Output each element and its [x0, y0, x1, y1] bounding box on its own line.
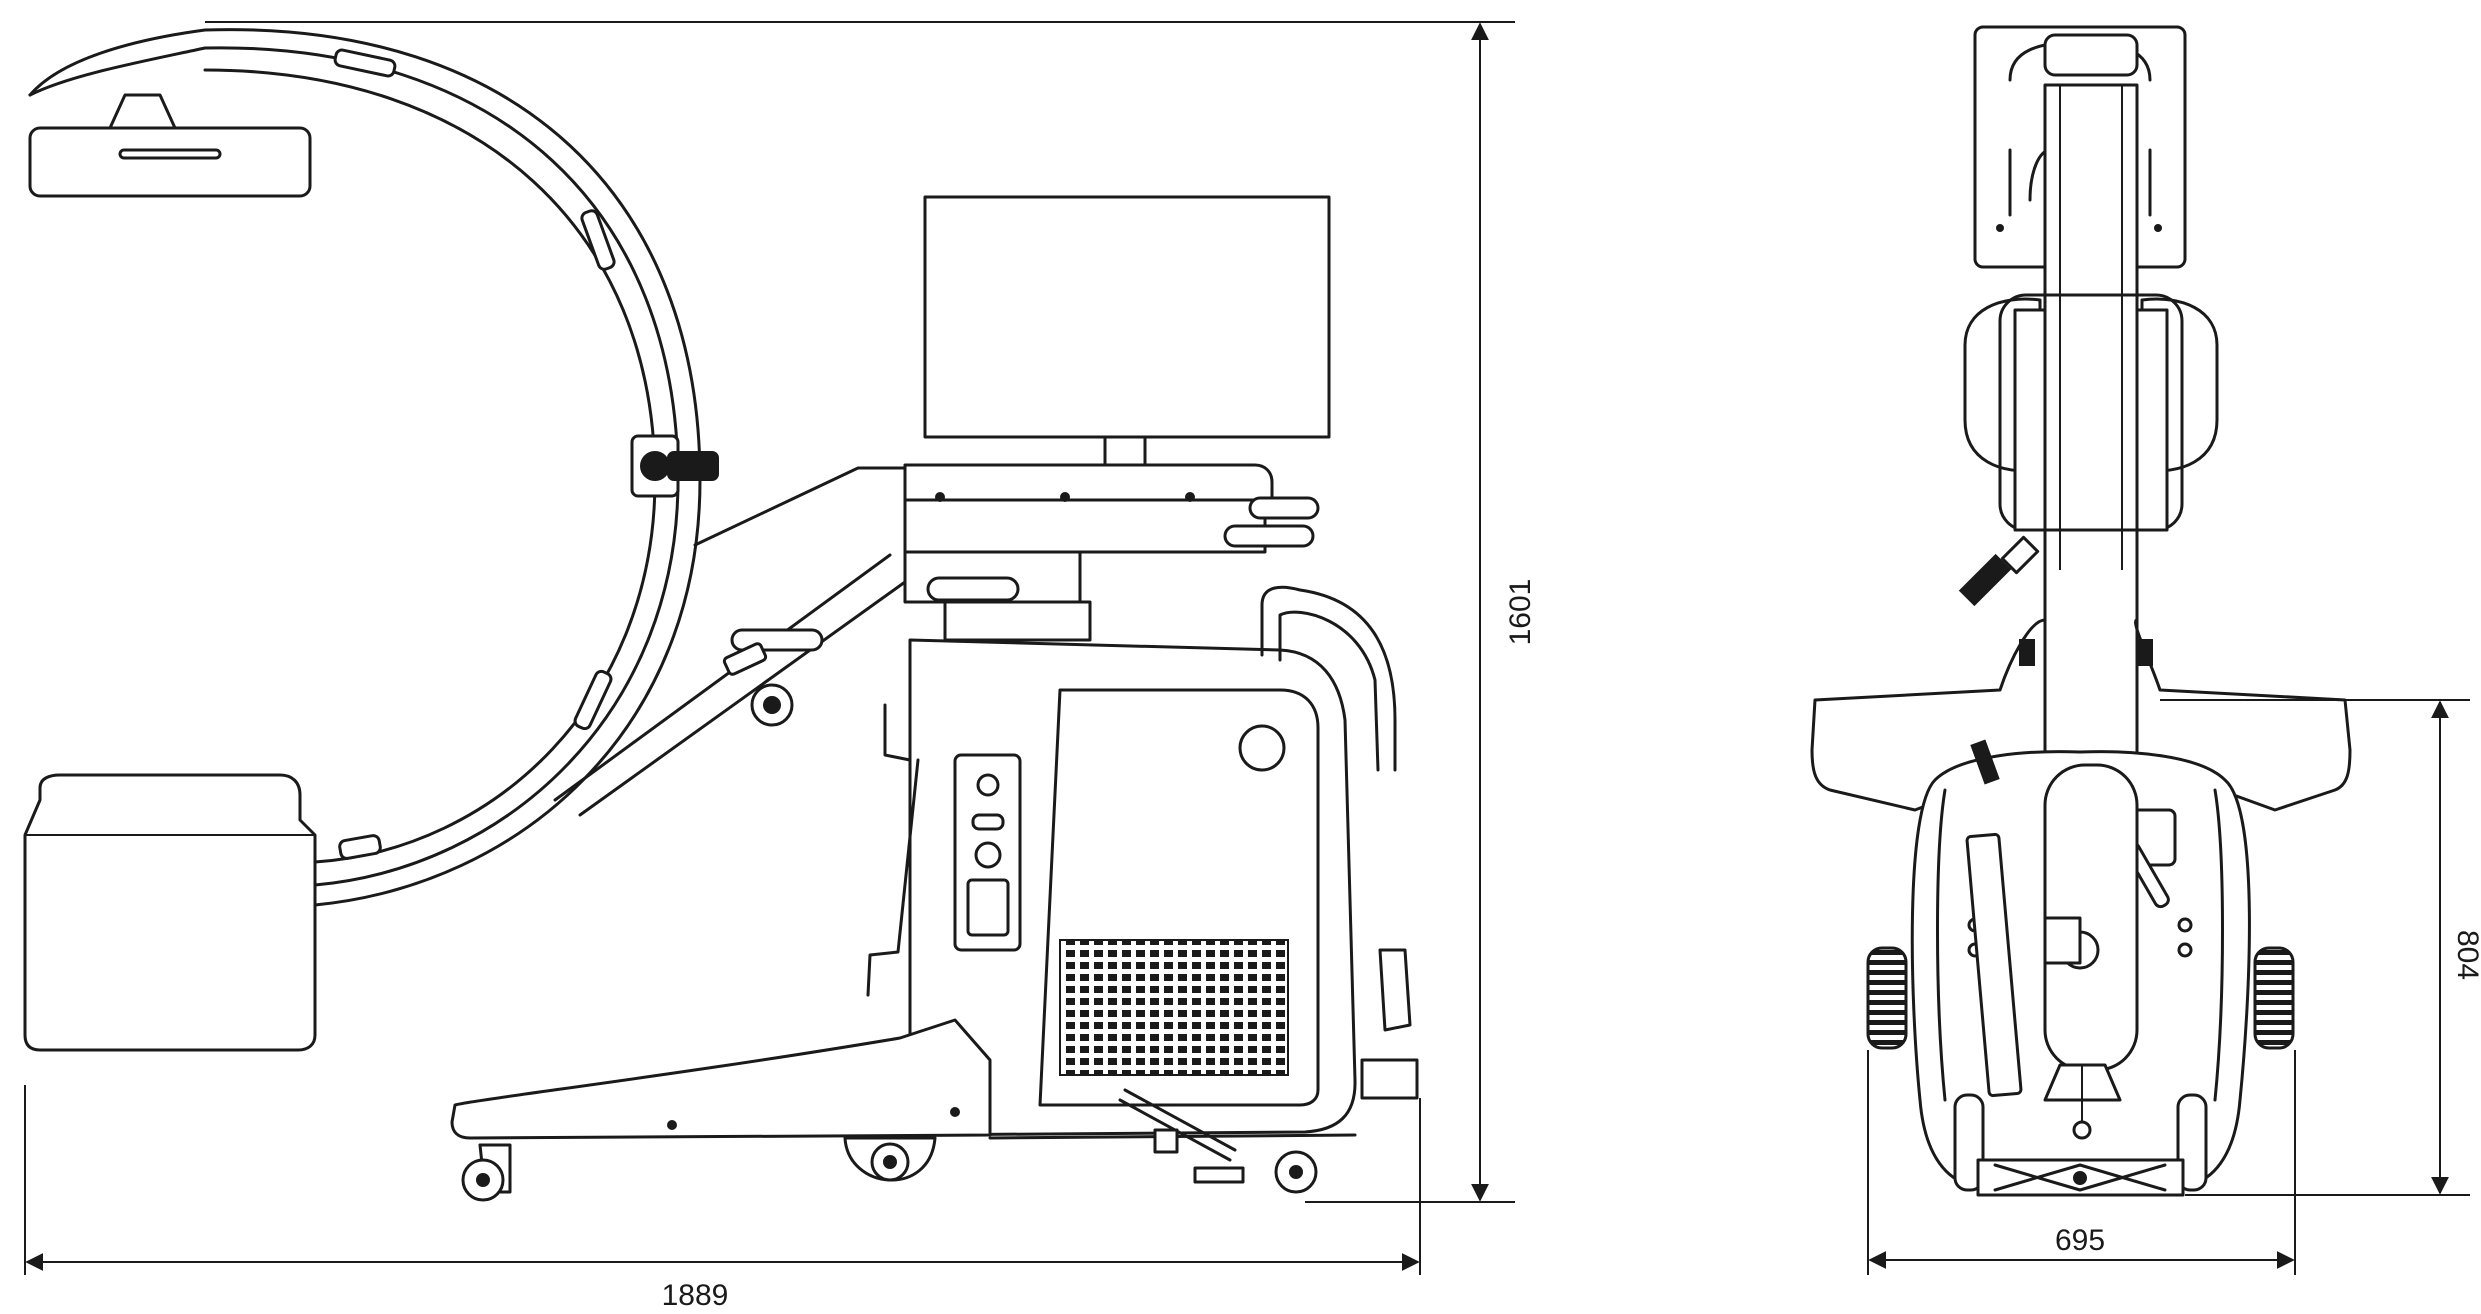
xray-source	[23, 773, 317, 1052]
side-view: 1601 1889	[23, 21, 1537, 1312]
support-arm	[553, 466, 907, 817]
side-height-dimension	[205, 21, 1515, 1203]
front-height-dimension	[2160, 699, 2470, 1196]
front-width-label: 695	[2055, 1224, 2105, 1257]
side-length-dimension	[24, 1085, 1421, 1275]
front-height-label: 804	[2451, 930, 2481, 980]
front-view: 804 695	[1810, 25, 2481, 1275]
front-column-lower	[1970, 739, 2139, 1140]
wheels-side	[461, 1088, 1318, 1202]
front-width-dimension	[1867, 1050, 2296, 1275]
wheels-front	[1866, 946, 2295, 1197]
front-pivot-handle	[1958, 535, 2040, 607]
c-arm-pivot	[630, 434, 719, 498]
cart-base	[450, 1018, 1357, 1140]
monitor	[923, 195, 1331, 467]
control-console	[903, 463, 1320, 642]
side-length-label: 1889	[662, 1279, 729, 1312]
side-height-label: 1601	[1504, 579, 1537, 646]
mobile-cart	[866, 585, 1419, 1137]
detector-head	[28, 93, 312, 198]
